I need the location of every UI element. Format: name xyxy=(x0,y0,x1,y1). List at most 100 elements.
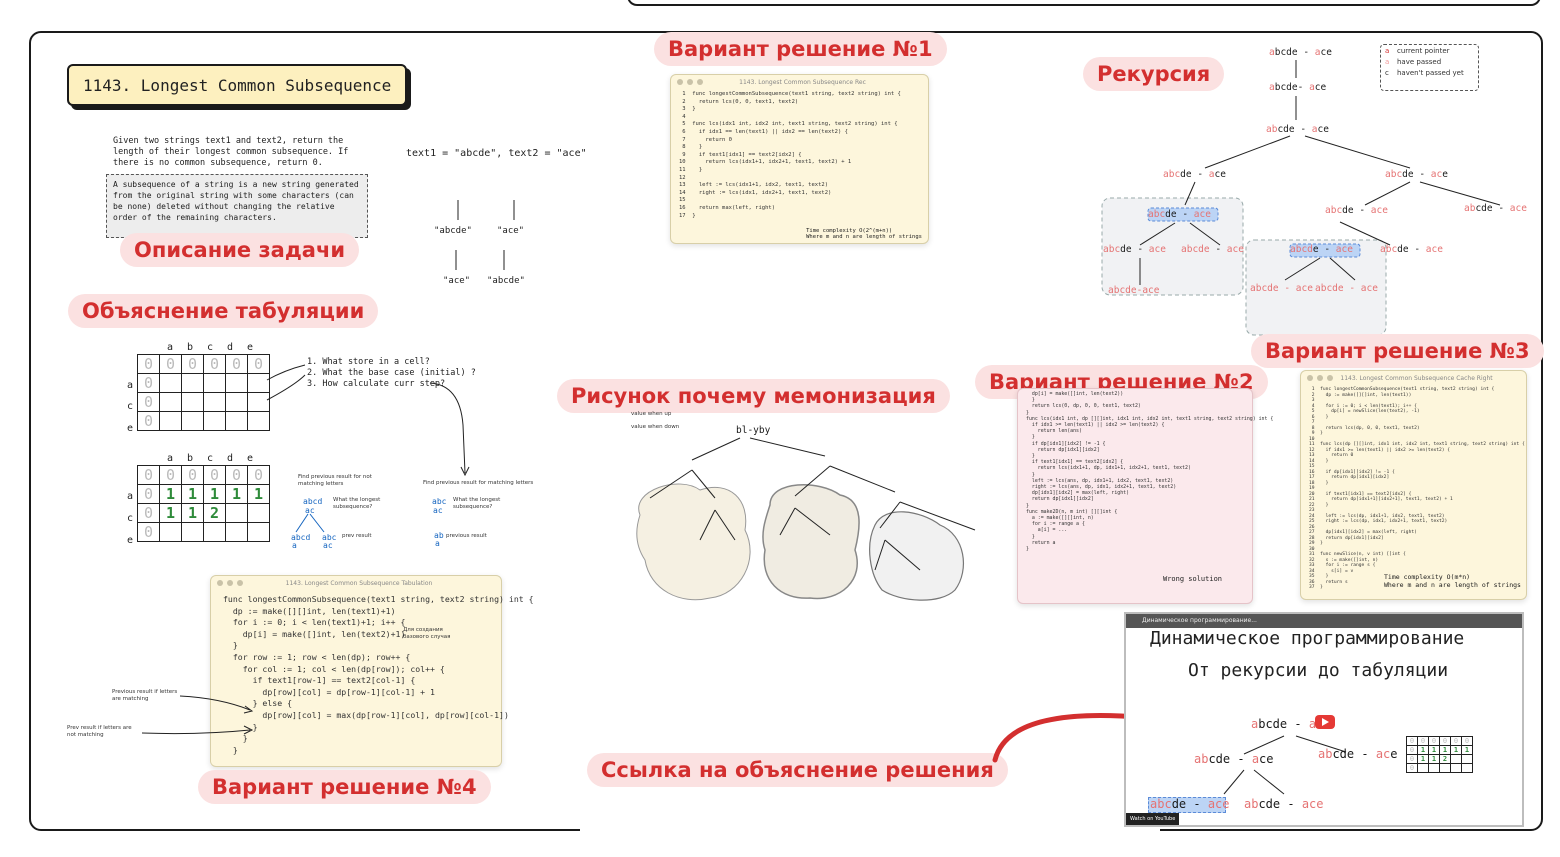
example-input: text1 = "abcde", text2 = "ace" xyxy=(406,148,587,159)
code-line: 15 xyxy=(679,197,693,204)
code-line: 13 return 0 xyxy=(1309,453,1354,458)
yt-node: abcde - ace xyxy=(1150,797,1230,811)
code-line: } xyxy=(1026,434,1035,441)
col-label: e xyxy=(247,342,254,353)
sub-abc: abc xyxy=(322,533,337,542)
code-line: 7 return 0 xyxy=(679,136,732,143)
code-window-title: 1143. Longest Common Subsequence Tabulat… xyxy=(285,579,433,587)
code-line: dp[row][col] = dp[row-1][col-1] + 1 xyxy=(223,686,435,697)
code-line: 15 xyxy=(1309,464,1321,469)
code-line: if text1[row-1] == text2[col-1] { xyxy=(223,675,416,686)
code-line: 14 } xyxy=(1309,458,1329,464)
sub-abcd: abcd xyxy=(291,533,311,542)
code-line: 1 func longestCommonSubsequence(text1 st… xyxy=(679,91,901,97)
rec-node: abcde- ace xyxy=(1269,82,1327,93)
code-line: 11 } xyxy=(679,166,703,173)
code-line: 16 return max(left, right) xyxy=(679,204,776,211)
recursion-legend xyxy=(1380,44,1479,91)
problem-title: 1143. Longest Common Subsequence xyxy=(67,64,407,106)
row-label: c xyxy=(127,401,134,412)
rec-node: abcde - ace xyxy=(1315,283,1378,294)
code-line: 10 xyxy=(1309,436,1321,442)
code-line: 13 left := lcs(idx1+1, idx2, text1, text… xyxy=(679,182,829,189)
code-body: 1 func longestCommonSubsequence(text1 st… xyxy=(1301,385,1526,593)
rec-node: abcde-ace xyxy=(1108,285,1160,296)
code-line: func longestCommonSubsequence(text1 stri… xyxy=(223,594,534,604)
tree-node: "ace" xyxy=(443,276,471,286)
code-body: 1 func longestCommonSubsequence(text1 st… xyxy=(671,89,928,222)
rec-node: abcde - ace xyxy=(1163,169,1226,180)
col-label: a xyxy=(167,342,174,353)
previous-result: previous result xyxy=(446,533,487,539)
code-line: for i := 0; i < len(text1)+1; i++ { xyxy=(223,617,406,628)
code-line: } xyxy=(1026,397,1035,404)
rec-node: abcde - ace xyxy=(1380,244,1443,255)
sub-a: a xyxy=(292,541,297,550)
code-line: 14 right := lcs(idx1, idx2+1, text1, tex… xyxy=(679,189,832,196)
code-line: 4 for i := 0; i < len(text1); i++ { xyxy=(1309,403,1417,409)
code-line: 21 return dp[idx1+1][idx2+1], text1, tex… xyxy=(1309,497,1453,502)
code-line: if text1[idx1] == text2[idx2] { xyxy=(1026,459,1124,466)
code-line: 27 dp[idx1][idx2] = max(left, right) xyxy=(1309,530,1417,535)
code-line: 5 dp[i] = newSlice(len(text2), -1) xyxy=(1309,409,1420,414)
code-line: 19 xyxy=(1309,486,1321,491)
code-line: } xyxy=(1026,533,1035,540)
code-window-memo-wrong: dp[i] = make([]int, len(text2)) } return… xyxy=(1017,388,1273,604)
wrong-solution-note: Wrong solution xyxy=(1163,575,1223,583)
code-line: 8 } xyxy=(679,144,703,151)
yt-tree-lines xyxy=(1223,735,1347,795)
code-body: dp[i] = make([]int, len(text2)) } return… xyxy=(1018,389,1273,554)
sub-abc: abc xyxy=(432,497,447,506)
example-tree xyxy=(455,200,515,270)
code-line: dp[i] = make([]int, len(text2)+1) xyxy=(223,628,406,639)
youtube-embed[interactable]: Динамическое программирование... Динамич… xyxy=(1124,612,1524,827)
note-prev-matching: Find previous result for matching letter… xyxy=(423,480,534,486)
youtube-watch-bar[interactable]: Watch on YouTube xyxy=(1126,813,1180,825)
code-line: } xyxy=(1026,453,1035,460)
code-line: dp[i] = make([]int, len(text2)) xyxy=(1026,391,1124,397)
code-line: } xyxy=(1026,546,1029,553)
code-line: } xyxy=(223,733,248,744)
code-line: 25 right := lcs(dp, idx1, idx2+1, text1,… xyxy=(1309,519,1448,524)
row-label: e xyxy=(127,423,134,434)
prev-result: prev result xyxy=(342,533,372,539)
code-line: } xyxy=(223,640,238,651)
memo-legend: value when up xyxy=(631,411,672,417)
code-line: } xyxy=(1026,471,1035,478)
code-line: dp[row][col] = max(dp[row-1][col], dp[ro… xyxy=(223,709,509,720)
col-label: d xyxy=(227,342,234,353)
code-line: 36 return s xyxy=(1309,579,1348,585)
tree-node: "ace" xyxy=(497,226,525,236)
code-line: left := lcs(ans, dp, idx1+1, idx2, text1… xyxy=(1026,477,1174,484)
label-link: Ссылка на объяснение решения xyxy=(587,753,1008,787)
label-memo: Рисунок почему мемонизация xyxy=(557,379,950,413)
code-line: 22 } xyxy=(1309,502,1329,508)
legend-key: c xyxy=(1385,69,1389,77)
col-label: c xyxy=(207,453,214,464)
code-line: 2 dp := make([][]int, len(text1)) xyxy=(1309,392,1412,398)
sub-ab: ab xyxy=(434,531,444,540)
code-line: 28 return dp[idx1][idx2] xyxy=(1309,535,1384,541)
code-line: for i := range a { xyxy=(1026,521,1085,528)
code-line: 17 } xyxy=(679,212,696,219)
code-window-title: 1143. Longest Common Subsequence Rec xyxy=(739,78,866,86)
label-tabulation: Объяснение табуляции xyxy=(68,294,379,328)
code-line: dp := make([][]int, len(text1)+1) xyxy=(223,605,396,616)
yt-node: abcde - ace xyxy=(1244,797,1324,811)
rec-node: abcde - ace xyxy=(1103,244,1166,255)
legend-item: current pointer xyxy=(1397,47,1450,55)
youtube-bar-title: Динамическое программирование... xyxy=(1126,614,1522,628)
col-label: b xyxy=(187,453,194,464)
tabulation-question: 3. How calculate curr step? xyxy=(307,379,446,389)
col-label: e xyxy=(247,453,254,464)
rec-node: abcde - ace xyxy=(1464,203,1527,214)
label-recursion: Рекурсия xyxy=(1083,57,1225,91)
row-label: c xyxy=(127,513,134,524)
code-line: 29 } xyxy=(1309,541,1323,546)
legend-item: have passed xyxy=(1397,58,1442,66)
legend-item: haven't passed yet xyxy=(1397,69,1464,77)
tree-node: "abcde" xyxy=(434,226,472,236)
rec-node: abcde - ace xyxy=(1266,124,1329,135)
col-label: d xyxy=(227,453,234,464)
